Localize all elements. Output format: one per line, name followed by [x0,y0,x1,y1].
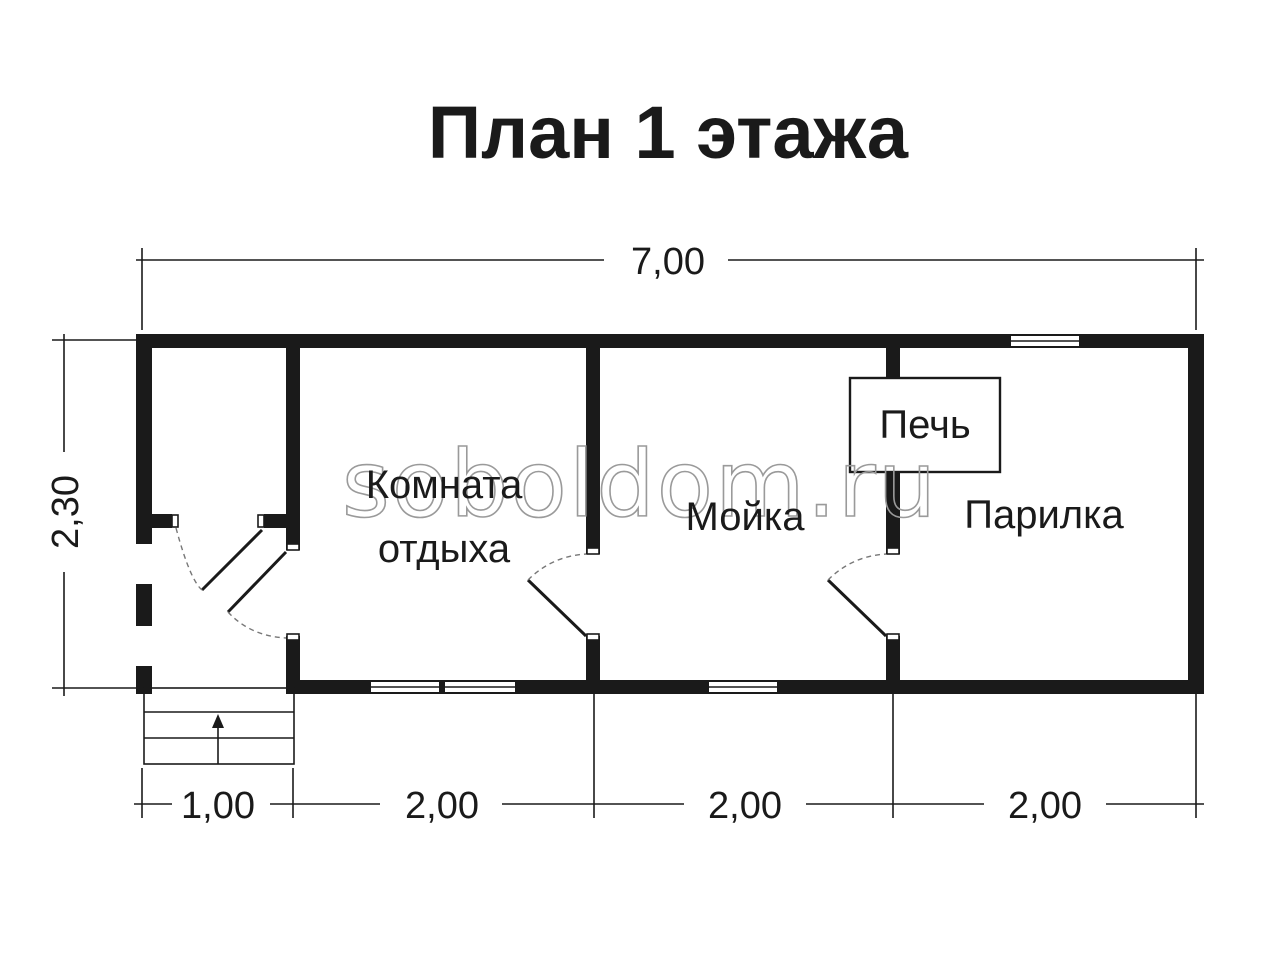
bottom-dimension: 1,00 2,00 2,00 2,00 [134,694,1204,827]
plan-title: План 1 этажа [428,91,909,174]
entry-door-leaf-2 [226,550,288,614]
window-bottom-rest-room-1 [369,680,441,694]
wall-right [1188,334,1204,694]
top-dimension: 7,00 [136,241,1204,330]
total-length-label: 7,00 [631,241,705,283]
door-jambs [171,514,900,641]
washroom-label: Мойка [686,495,806,539]
steam-room-label: Парилка [964,493,1124,537]
left-dimension: 2,30 [45,334,142,696]
stove-label: Печь [879,403,970,447]
partition-2-upper [586,334,600,554]
wall-top [136,334,1204,348]
porch-steps [143,687,295,765]
rest-room-label-line2: отдыха [378,527,511,571]
arrow-up-icon [212,714,224,728]
width-label: 2,30 [45,475,87,549]
watermark: soboldom.ru [342,431,938,538]
windows [369,334,1081,694]
partition-3-lower [886,636,900,694]
window-bottom-rest-room-2 [443,680,517,694]
window-bottom-washroom [707,680,779,694]
entry-stub-left [136,514,172,528]
partition-2-lower [586,636,600,694]
wall-left-lower [136,666,152,694]
stove: Печь [848,376,1002,474]
segment-1-label: 1,00 [181,785,255,827]
partition-1-lower [286,636,300,694]
segment-2-label: 2,00 [405,785,479,827]
window-top-steam-room [1009,334,1081,348]
steam-room-door-leaf [826,578,888,638]
wall-left-mid [136,584,152,626]
entry-door-leaf-1 [200,528,264,592]
washroom-door-leaf [526,578,588,638]
partition-1-upper [286,334,300,550]
rest-room-label-line1: Комната [366,463,523,507]
segment-4-label: 2,00 [1008,785,1082,827]
segment-3-label: 2,00 [708,785,782,827]
doors [175,527,888,639]
wall-left-upper [136,334,152,544]
